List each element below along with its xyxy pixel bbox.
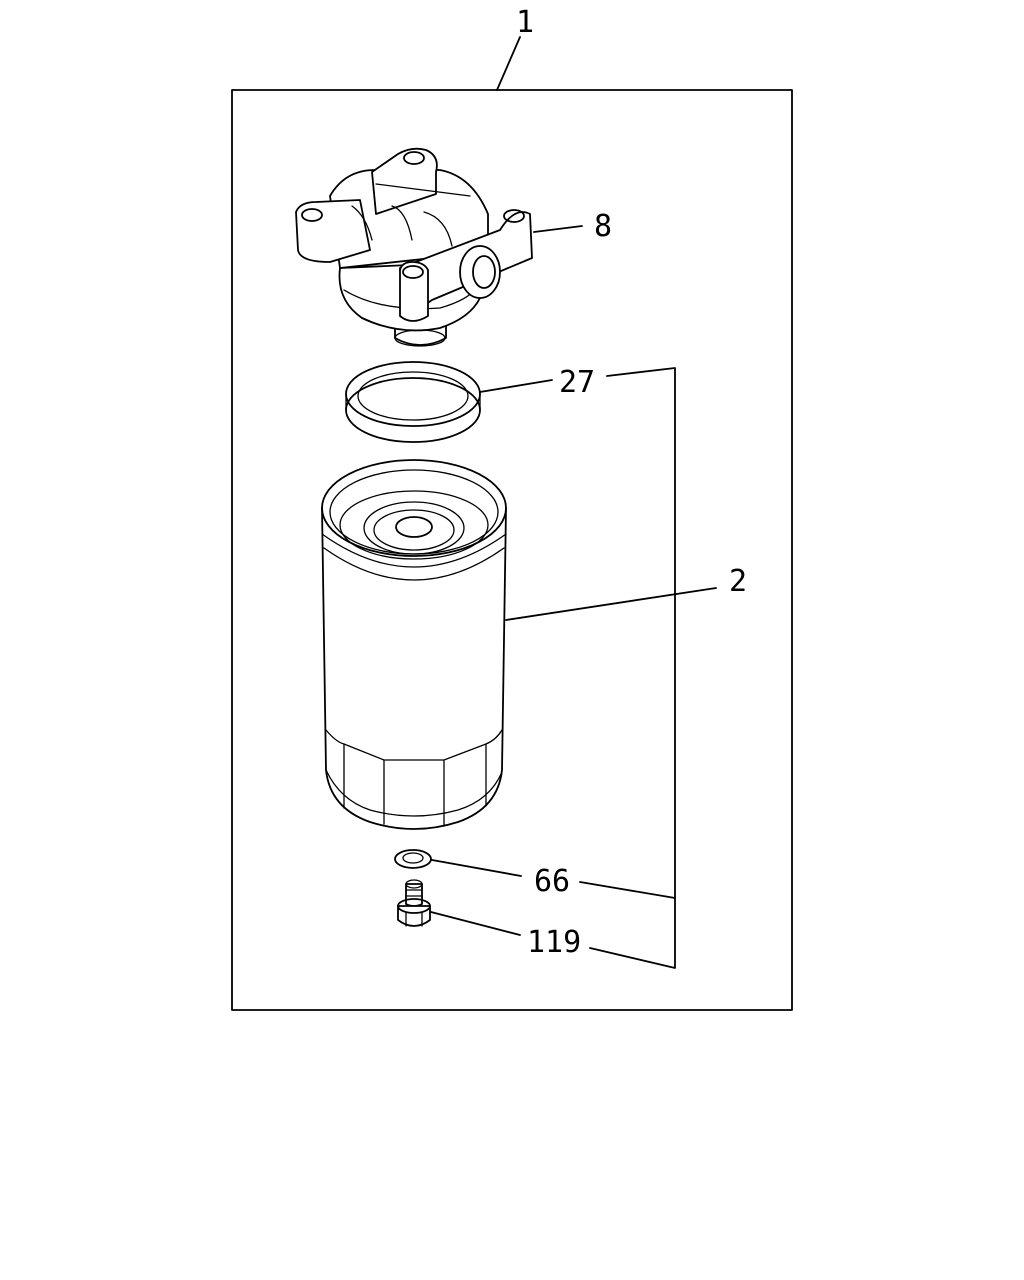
callout-plug: 119 — [527, 925, 581, 960]
callout-element: 2 — [729, 564, 747, 599]
washer-leader — [431, 859, 522, 877]
callout-assembly: 1 — [516, 5, 534, 40]
bracket-tick-washer — [579, 881, 676, 899]
filter-head-drawing — [295, 147, 533, 347]
plug-drawing — [397, 879, 431, 927]
assembly-leader — [496, 36, 521, 91]
callout-head: 8 — [594, 209, 612, 244]
gasket-drawing — [345, 361, 481, 443]
filter-element-drawing — [321, 459, 507, 830]
kit-bracket — [589, 367, 676, 969]
washer-drawing — [394, 849, 432, 869]
head-leader — [533, 225, 583, 233]
element-leader — [505, 587, 717, 621]
plug-leader — [430, 911, 521, 936]
assembly-frame — [231, 89, 793, 1011]
callout-gasket: 27 — [559, 365, 595, 400]
callout-washer: 66 — [534, 864, 570, 899]
gasket-leader — [479, 379, 553, 393]
